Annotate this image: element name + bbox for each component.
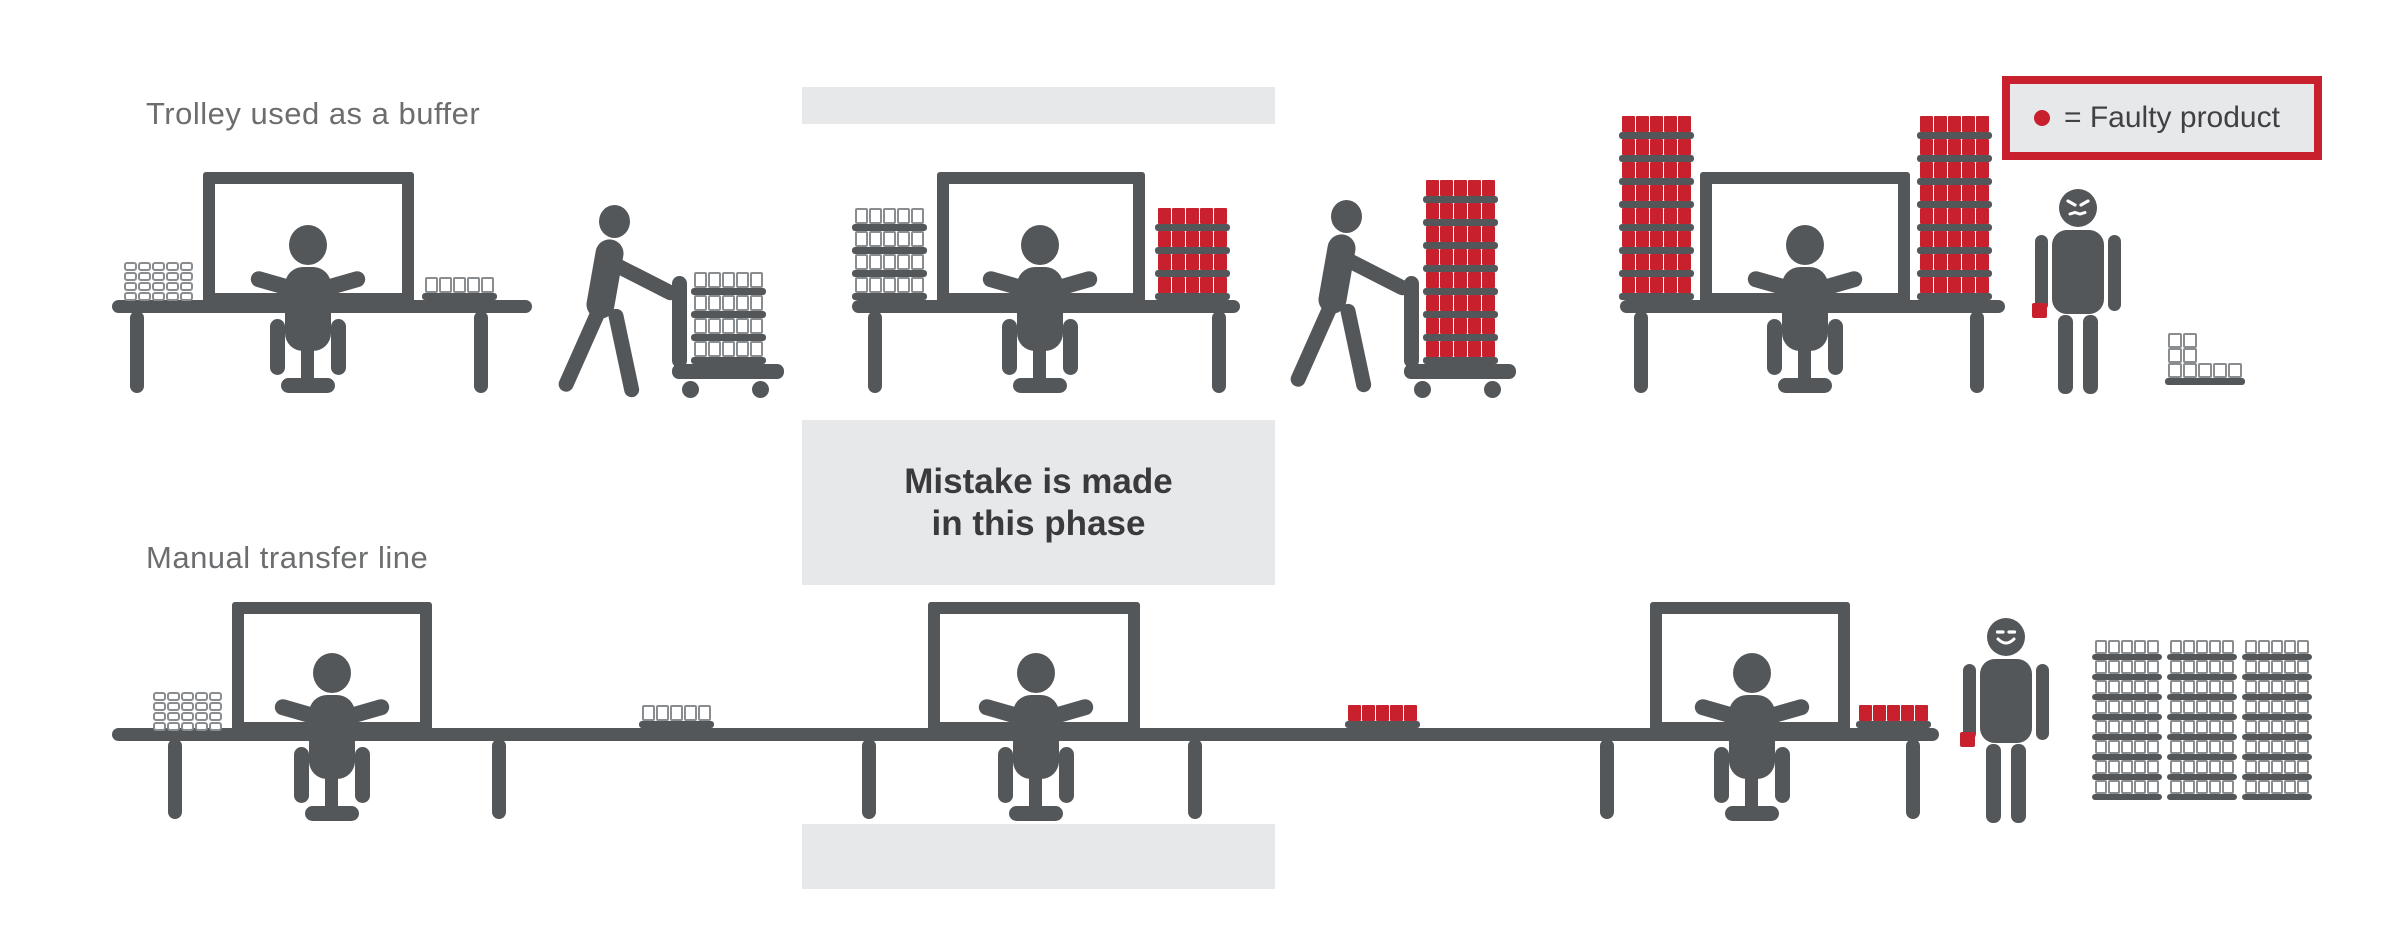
trolley2-load-faulty (1423, 180, 1498, 364)
caught-faulty-tray (1856, 705, 1931, 728)
worker-head (1786, 225, 1824, 265)
seated-worker-bottom2 (970, 653, 1102, 821)
faulty-stack-right (1917, 116, 1992, 300)
trolley-1 (672, 268, 787, 400)
output-stack-1 (2092, 640, 2162, 800)
buffer-stack-faulty (1155, 208, 1230, 300)
line-leg (492, 739, 506, 819)
worker-head (289, 225, 327, 265)
angry-face-icon (2059, 189, 2097, 227)
line-leg (1600, 739, 1614, 819)
legend-text: = Faulty product (2064, 101, 2280, 134)
phase-note-line2: in this phase (931, 503, 1146, 543)
outgoing-tray-station1 (422, 277, 497, 300)
output-stack-2 (2167, 640, 2237, 800)
angry-inspector (2032, 189, 2121, 394)
trolley-wheel (752, 381, 769, 398)
trolley1-load (691, 272, 766, 364)
worker-head (599, 205, 630, 238)
worker-head (1733, 653, 1771, 693)
faulty-stack-left (1619, 116, 1694, 300)
seated-worker-bottom3 (1686, 653, 1818, 821)
worker-head (1331, 200, 1362, 233)
faulty-product-in-hand (2032, 303, 2047, 318)
phase-band-note: Mistake is made in this phase (802, 420, 1275, 585)
faulty-product-in-hand (1960, 732, 1975, 747)
top-scenario-label: Trolley used as a buffer (146, 96, 481, 131)
line-leg (1188, 739, 1202, 819)
desk-leg (474, 311, 488, 393)
trolley-pusher-2 (1288, 200, 1413, 394)
seated-worker-top1 (242, 225, 374, 393)
phase-band-bottom (802, 824, 1275, 889)
trolley-wheel (1414, 381, 1431, 398)
seated-worker-top3 (1739, 225, 1871, 393)
desk-leg (1212, 311, 1226, 393)
trolley-wheel (682, 381, 699, 398)
desk-leg (1970, 311, 1984, 393)
line-leg (862, 739, 876, 819)
reject-pile (2165, 333, 2245, 385)
desk-leg (1634, 311, 1648, 393)
worker-head (1017, 653, 1055, 693)
line-tray-good (639, 705, 714, 728)
trolley-wheel (1484, 381, 1501, 398)
seated-worker-top2 (974, 225, 1106, 393)
output-stack-3 (2242, 640, 2312, 800)
incoming-products-station1 (124, 261, 193, 301)
line-leg (1906, 739, 1920, 819)
phase-note-line1: Mistake is made (904, 461, 1173, 501)
trolley-pusher-1 (556, 205, 681, 399)
line-leg (168, 739, 182, 819)
worker-head (1021, 225, 1059, 265)
bottom-scenario-label: Manual transfer line (146, 540, 429, 575)
faulty-product-dot-icon (2034, 110, 2050, 126)
happy-face-icon (1987, 618, 2025, 656)
worker-head (313, 653, 351, 693)
buffer-stack-good (852, 208, 927, 300)
seated-worker-bottom1 (266, 653, 398, 821)
line-tray-faulty (1345, 705, 1420, 728)
incoming-products-bottom1 (153, 691, 222, 731)
legend-faulty-product: = Faulty product (2002, 76, 2322, 160)
happy-inspector (1960, 618, 2049, 823)
trolley-2 (1404, 180, 1519, 400)
phase-band-top (802, 87, 1275, 124)
desk-leg (130, 311, 144, 393)
desk-leg (868, 311, 882, 393)
